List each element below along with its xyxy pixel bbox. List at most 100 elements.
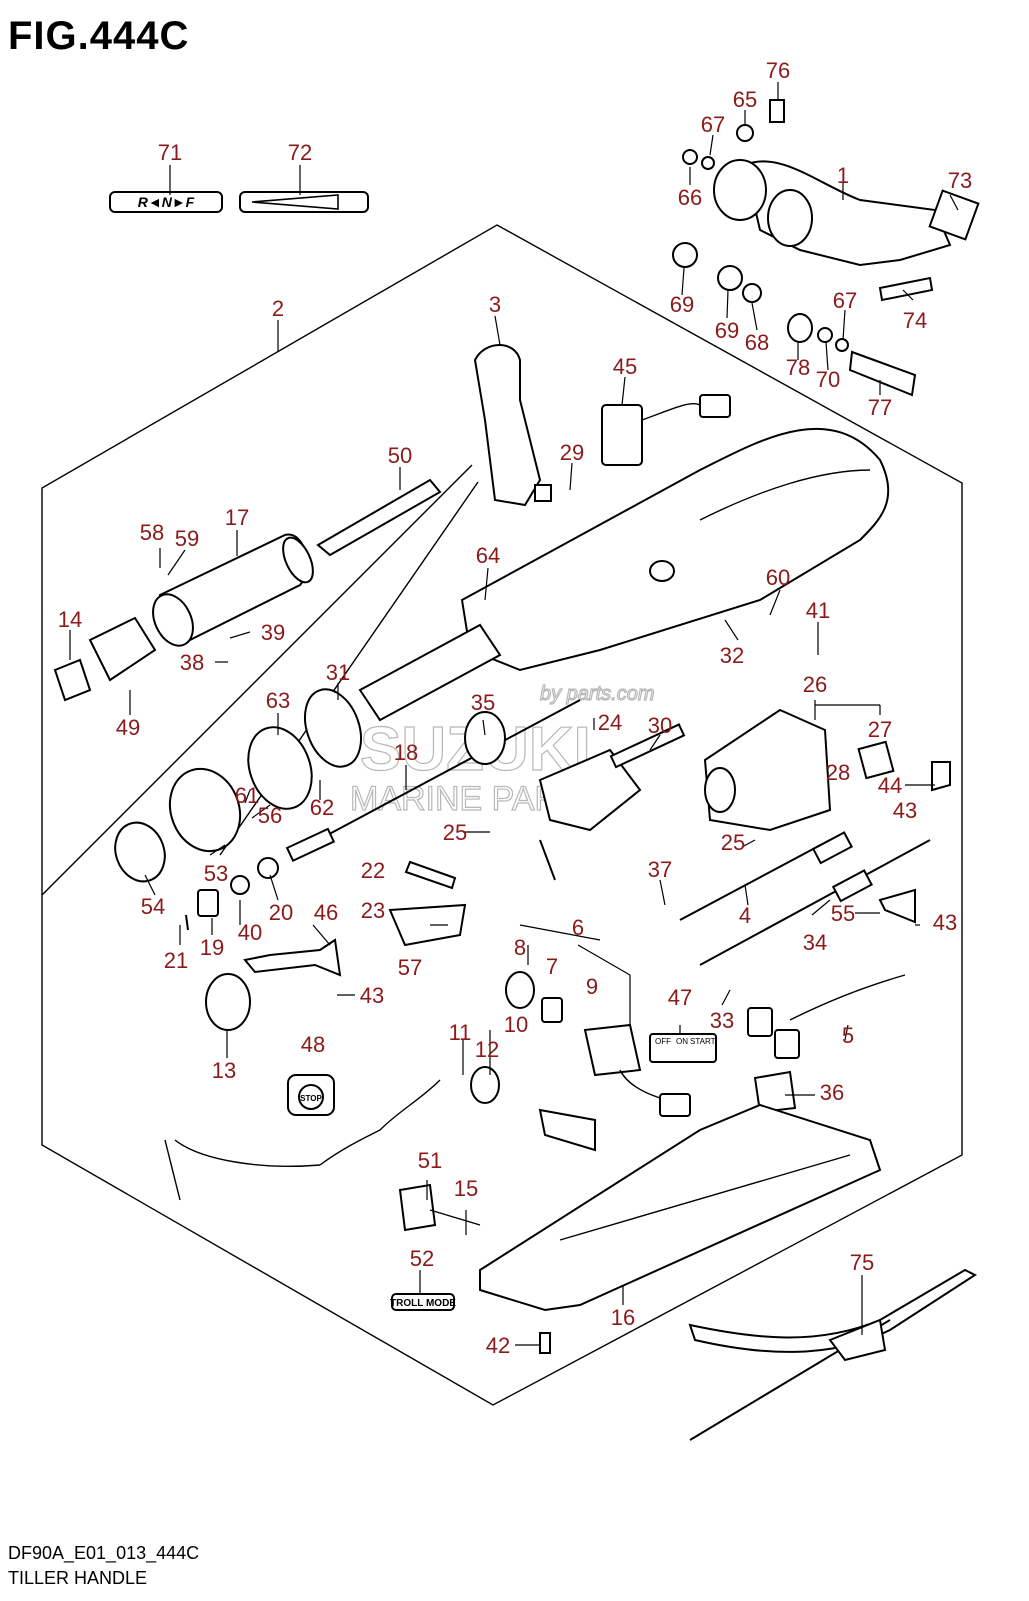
callout-41: 41 bbox=[806, 598, 830, 623]
callout-57: 57 bbox=[398, 955, 422, 980]
callout-67a: 67 bbox=[701, 112, 725, 137]
callout-11: 11 bbox=[449, 1020, 472, 1045]
callout-28: 28 bbox=[826, 760, 850, 785]
callout-61: 61 bbox=[235, 783, 259, 808]
cable-brackets bbox=[753, 888, 916, 1114]
callout-69a: 69 bbox=[670, 292, 694, 317]
callout-10: 10 bbox=[504, 1012, 528, 1037]
callout-64: 64 bbox=[476, 543, 500, 568]
callout-2: 2 bbox=[272, 296, 284, 321]
shift-decal-text: R◄N►F bbox=[138, 194, 195, 210]
callout-70: 70 bbox=[816, 367, 840, 392]
callout-54: 54 bbox=[141, 894, 165, 919]
figure-name: TILLER HANDLE bbox=[8, 1568, 148, 1588]
throttle-shaft bbox=[285, 623, 581, 862]
callout-39: 39 bbox=[261, 620, 285, 645]
callout-15: 15 bbox=[454, 1176, 478, 1201]
callout-13: 13 bbox=[212, 1058, 236, 1083]
callout-52: 52 bbox=[410, 1246, 434, 1271]
callout-53: 53 bbox=[204, 861, 228, 886]
callout-31: 31 bbox=[326, 660, 350, 685]
callout-5: 5 bbox=[842, 1023, 854, 1048]
callout-36: 36 bbox=[820, 1080, 844, 1105]
figure-title: FIG.444C bbox=[8, 14, 190, 58]
callout-59: 59 bbox=[175, 526, 199, 551]
throttle-grip bbox=[152, 533, 314, 647]
linkage-brackets bbox=[243, 860, 467, 977]
callout-66: 66 bbox=[678, 185, 702, 210]
callout-33: 33 bbox=[710, 1008, 734, 1033]
callout-24: 24 bbox=[598, 710, 622, 735]
callout-7: 7 bbox=[546, 954, 558, 979]
callout-43b: 43 bbox=[933, 910, 957, 935]
shift-control-unit bbox=[538, 723, 686, 881]
assembly-boundary bbox=[41, 224, 963, 1406]
friction-plates bbox=[114, 688, 363, 883]
tilt-switch bbox=[601, 394, 731, 466]
arrow-decal bbox=[239, 191, 369, 213]
figure-code: DF90A_E01_013_444C bbox=[8, 1543, 200, 1563]
control-box bbox=[703, 708, 951, 832]
callout-46: 46 bbox=[314, 900, 338, 925]
callout-76: 76 bbox=[766, 58, 790, 83]
callout-22: 22 bbox=[361, 858, 385, 883]
callout-74: 74 bbox=[903, 308, 927, 333]
key-off-label: OFF bbox=[655, 1037, 671, 1046]
small-parts-left bbox=[185, 857, 279, 1031]
leader-lines bbox=[69, 82, 959, 1346]
troll-switch bbox=[398, 1183, 481, 1232]
callout-29: 29 bbox=[560, 440, 584, 465]
callout-48: 48 bbox=[301, 1032, 325, 1057]
callout-49: 49 bbox=[116, 715, 140, 740]
stop-decal: STOP bbox=[287, 1074, 335, 1116]
callout-51: 51 bbox=[418, 1148, 442, 1173]
callout-62: 62 bbox=[310, 795, 334, 820]
shift-lever bbox=[473, 344, 552, 507]
wire-harness bbox=[747, 974, 906, 1059]
callout-37: 37 bbox=[648, 857, 672, 882]
callout-12: 12 bbox=[475, 1037, 499, 1062]
callout-4: 4 bbox=[739, 903, 751, 928]
callout-3: 3 bbox=[489, 292, 501, 317]
callout-19: 19 bbox=[200, 935, 224, 960]
callout-58: 58 bbox=[140, 520, 164, 545]
callout-38: 38 bbox=[180, 650, 204, 675]
troll-decal: TROLL MODE bbox=[390, 1293, 456, 1311]
callout-71: 71 bbox=[158, 140, 182, 165]
callout-73: 73 bbox=[948, 168, 972, 193]
callout-40: 40 bbox=[238, 920, 262, 945]
callout-77: 77 bbox=[868, 395, 892, 420]
callout-17: 17 bbox=[225, 505, 249, 530]
callout-68: 68 bbox=[745, 330, 769, 355]
grip-end bbox=[53, 616, 157, 702]
watermark-url: by parts.com bbox=[540, 683, 654, 705]
callout-21: 21 bbox=[164, 948, 188, 973]
bolt-42 bbox=[539, 1332, 551, 1354]
callout-67b: 67 bbox=[833, 288, 857, 313]
key-on-label: ON bbox=[676, 1037, 688, 1046]
lower-housing bbox=[479, 1103, 882, 1312]
callout-1: 1 bbox=[837, 163, 849, 188]
callout-26: 26 bbox=[803, 672, 827, 697]
throttle-clip bbox=[316, 478, 442, 557]
key-switch-assembly bbox=[505, 971, 691, 1117]
callout-32: 32 bbox=[720, 643, 744, 668]
stop-decal-text: STOP bbox=[300, 1094, 322, 1103]
callout-43c: 43 bbox=[360, 983, 384, 1008]
callout-45: 45 bbox=[613, 354, 637, 379]
callout-56: 56 bbox=[258, 803, 282, 828]
callout-18: 18 bbox=[394, 740, 418, 765]
key-start-label: START bbox=[690, 1037, 716, 1046]
handle-group-boundary bbox=[41, 464, 473, 896]
callout-60: 60 bbox=[766, 565, 790, 590]
troll-decal-text: TROLL MODE bbox=[390, 1298, 456, 1309]
callout-43a: 43 bbox=[893, 798, 917, 823]
callout-65: 65 bbox=[733, 87, 757, 112]
callout-50: 50 bbox=[388, 443, 412, 468]
key-switch-plate: OFF ON START bbox=[649, 1033, 717, 1063]
callout-35: 35 bbox=[471, 690, 495, 715]
callout-44: 44 bbox=[878, 773, 902, 798]
upper-bracket bbox=[672, 99, 980, 397]
callout-16: 16 bbox=[611, 1305, 635, 1330]
